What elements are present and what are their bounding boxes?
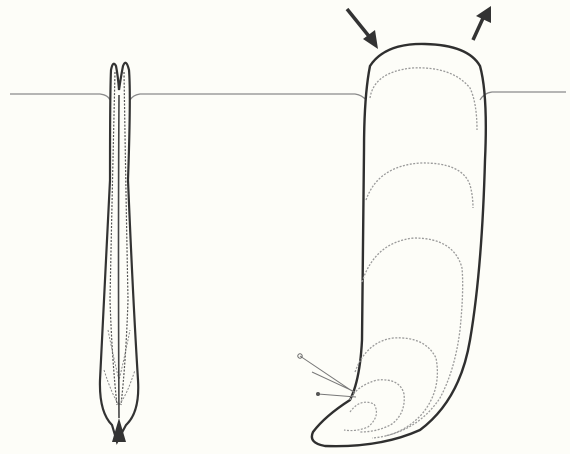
growth-line-1 xyxy=(370,68,477,130)
left-specimen xyxy=(100,63,138,442)
right-outer-outline xyxy=(312,44,486,446)
left-inner-fold-right xyxy=(121,72,128,405)
right-specimen xyxy=(298,44,486,446)
growth-line-5 xyxy=(350,380,404,432)
surface-line xyxy=(10,92,566,100)
growth-line-3 xyxy=(362,238,463,436)
left-central-dark-line xyxy=(119,95,120,418)
growth-line-4 xyxy=(355,338,437,438)
growth-line-2 xyxy=(366,163,473,208)
arrow-out-icon xyxy=(473,6,491,40)
pointer-lines xyxy=(298,354,356,397)
growth-line-6 xyxy=(344,402,376,430)
arrow-in-icon xyxy=(347,9,378,49)
